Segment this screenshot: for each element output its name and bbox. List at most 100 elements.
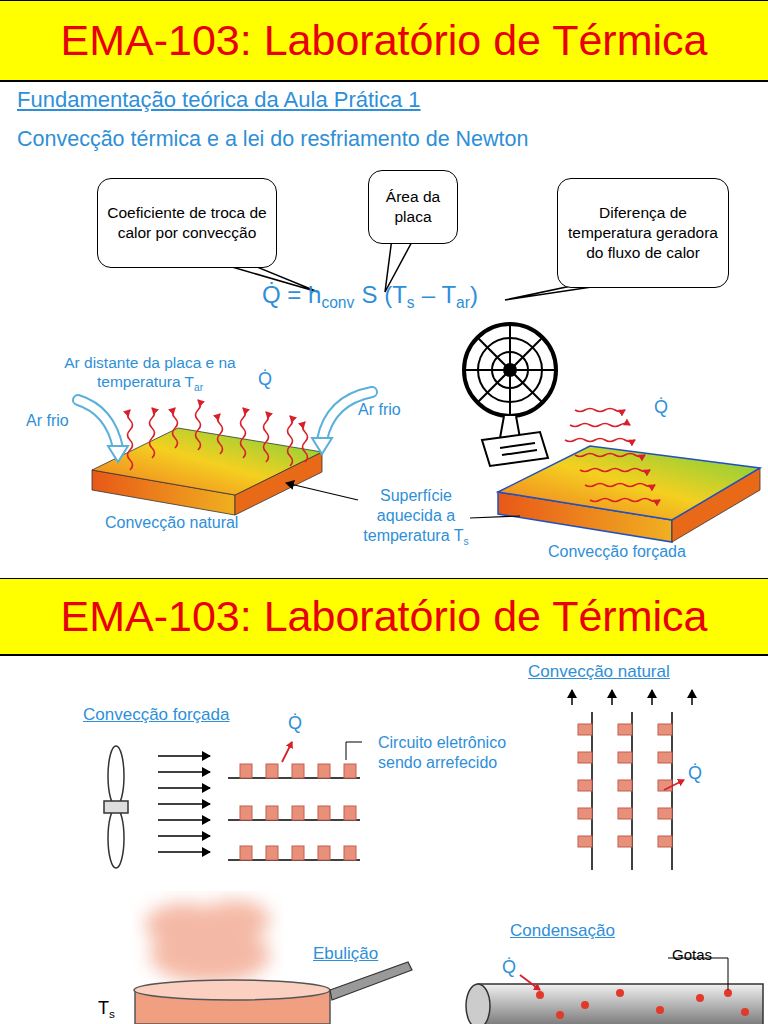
component: [344, 846, 356, 860]
component: [618, 780, 632, 791]
component: [618, 808, 632, 819]
label-group: Convecção forçada: [83, 704, 229, 725]
label-group: Ebulição: [313, 943, 378, 964]
heat-arrow: [570, 424, 630, 427]
label-group: Convecção natural: [105, 513, 238, 533]
air-arrow: [158, 755, 210, 757]
component: [658, 752, 672, 763]
component: [344, 764, 356, 778]
label: Fundamentação teórica da Aula Prática 1: [17, 87, 421, 112]
heat-arrow: [590, 499, 660, 502]
component: [240, 806, 252, 820]
component: [658, 724, 672, 735]
droplet: [724, 989, 732, 997]
heat-arrow: [150, 408, 155, 458]
label: Q̇: [688, 763, 702, 783]
label: T: [98, 998, 109, 1018]
callout-bubble: Área da placa: [368, 170, 458, 244]
callout-text: Diferença de temperatura geradora do flu…: [566, 203, 720, 263]
label-group: Ar frio: [26, 411, 69, 431]
subscript: s: [109, 1007, 115, 1020]
droplet: [616, 989, 624, 997]
droplet: [656, 1006, 664, 1014]
component: [240, 764, 252, 778]
label-group: Q̇: [258, 368, 272, 391]
label: Ar distante da placa e na temperatura T: [64, 354, 235, 390]
label-group: Convecção térmica e a lei do resfriament…: [17, 126, 528, 153]
heat-arrow: [585, 484, 655, 487]
slide-title: EMA-103: Laboratório de Térmica: [61, 592, 708, 641]
component: [578, 836, 592, 847]
air-arrow: [611, 690, 613, 705]
label: Convecção forçada: [83, 705, 229, 724]
component: [578, 752, 592, 763]
component: [292, 806, 304, 820]
air-arrow: [158, 771, 210, 773]
component: [578, 724, 592, 735]
component: [658, 836, 672, 847]
label: Condensação: [510, 921, 615, 940]
component: [618, 752, 632, 763]
droplet: [556, 1011, 564, 1019]
label: Gotas: [672, 946, 712, 963]
label: Convecção natural: [105, 514, 238, 531]
label-group: Q̇: [502, 956, 516, 979]
label: Q̇ = h: [262, 281, 321, 308]
label: Q̇: [288, 713, 302, 733]
heat-arrow: [575, 409, 625, 412]
droplet: [536, 991, 544, 999]
component: [266, 806, 278, 820]
air-arrow: [158, 851, 210, 853]
heat-arrow: [196, 400, 201, 450]
air-arrow: [571, 690, 573, 705]
callout-bubble: Diferença de temperatura geradora do flu…: [557, 178, 729, 288]
label-group: Gotas: [672, 946, 712, 965]
label: Q̇: [502, 957, 516, 977]
component: [318, 764, 330, 778]
label: – T: [422, 281, 456, 308]
callout-text: Coeficiente de troca de calor por convec…: [106, 203, 268, 243]
title-band: EMA-103: Laboratório de Térmica: [0, 0, 768, 82]
component: [618, 724, 632, 735]
component: [344, 806, 356, 820]
label: Convecção natural: [528, 662, 670, 681]
component: [578, 808, 592, 819]
label: Convecção térmica e a lei do resfriament…: [17, 127, 528, 151]
heat-arrow: [218, 414, 223, 454]
label: Ar frio: [358, 401, 401, 418]
heat-arrow: [303, 422, 308, 462]
heat-arrow: [575, 454, 645, 457]
label-group: Ar distante da placa e na temperatura Ta…: [50, 353, 250, 394]
slide-title: EMA-103: Laboratório de Térmica: [61, 16, 708, 65]
label-group: Ts: [98, 997, 115, 1022]
label: ): [470, 281, 478, 308]
heat-arrow: [264, 412, 269, 462]
label-group: Superfície aquecida a temperatura Ts: [360, 486, 472, 548]
subscript: s: [407, 294, 415, 311]
subscript: ar: [456, 294, 470, 311]
subscript: conv: [321, 294, 354, 311]
air-arrow: [158, 819, 210, 821]
air-arrow: [158, 787, 210, 789]
label-group: Ar frio: [358, 400, 401, 420]
component: [292, 846, 304, 860]
heat-arrow: [241, 408, 246, 458]
label-group: Q̇: [288, 712, 302, 735]
component: [318, 846, 330, 860]
label: Q̇: [258, 369, 272, 389]
label: S (T: [362, 281, 407, 308]
component: [318, 806, 330, 820]
heat-arrow: [565, 439, 635, 442]
component: [618, 836, 632, 847]
component: [292, 764, 304, 778]
component: [578, 780, 592, 791]
component: [658, 808, 672, 819]
component: [266, 764, 278, 778]
label-group: Fundamentação teórica da Aula Prática 1: [17, 86, 421, 114]
title-band: EMA-103: Laboratório de Térmica: [0, 578, 768, 656]
callout-text: Área da placa: [377, 187, 449, 227]
label-group: Q̇: [654, 396, 668, 419]
air-arrow: [651, 690, 653, 705]
air-arrow: [691, 690, 693, 705]
heat-arrow: [580, 469, 650, 472]
